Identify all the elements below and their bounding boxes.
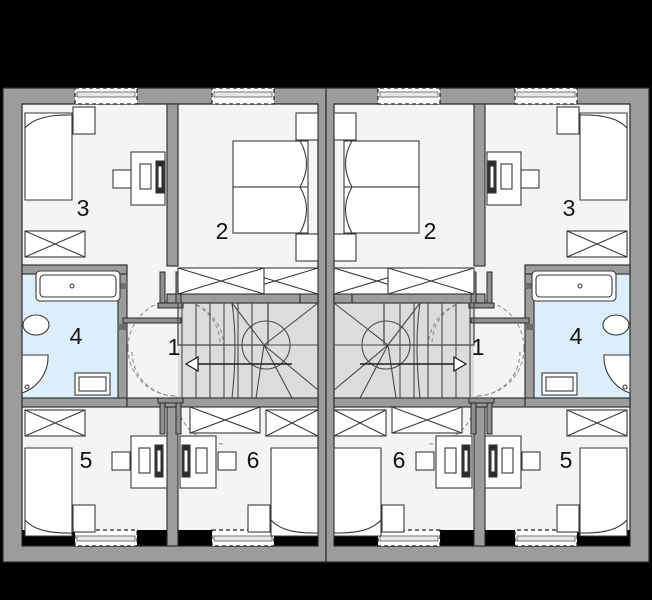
room-label-left-6: 6	[247, 447, 260, 473]
room-label-right-5: 5	[560, 447, 573, 473]
right-unit	[325, 87, 650, 563]
room-label-right-3: 3	[563, 195, 576, 221]
room-label-left-3: 3	[77, 195, 90, 221]
room-label-left-1: 1	[168, 334, 181, 360]
room-labels: 3 2 4 1 5 6 3 2 4 1 5 6	[70, 195, 583, 473]
room-label-right-2: 2	[424, 218, 437, 244]
room-label-right-4: 4	[570, 323, 583, 349]
room-label-left-2: 2	[216, 218, 229, 244]
room-label-right-6: 6	[393, 447, 406, 473]
room-label-left-4: 4	[70, 323, 83, 349]
room-label-left-5: 5	[80, 447, 93, 473]
room-label-right-1: 1	[472, 334, 485, 360]
left-unit	[2, 87, 327, 563]
